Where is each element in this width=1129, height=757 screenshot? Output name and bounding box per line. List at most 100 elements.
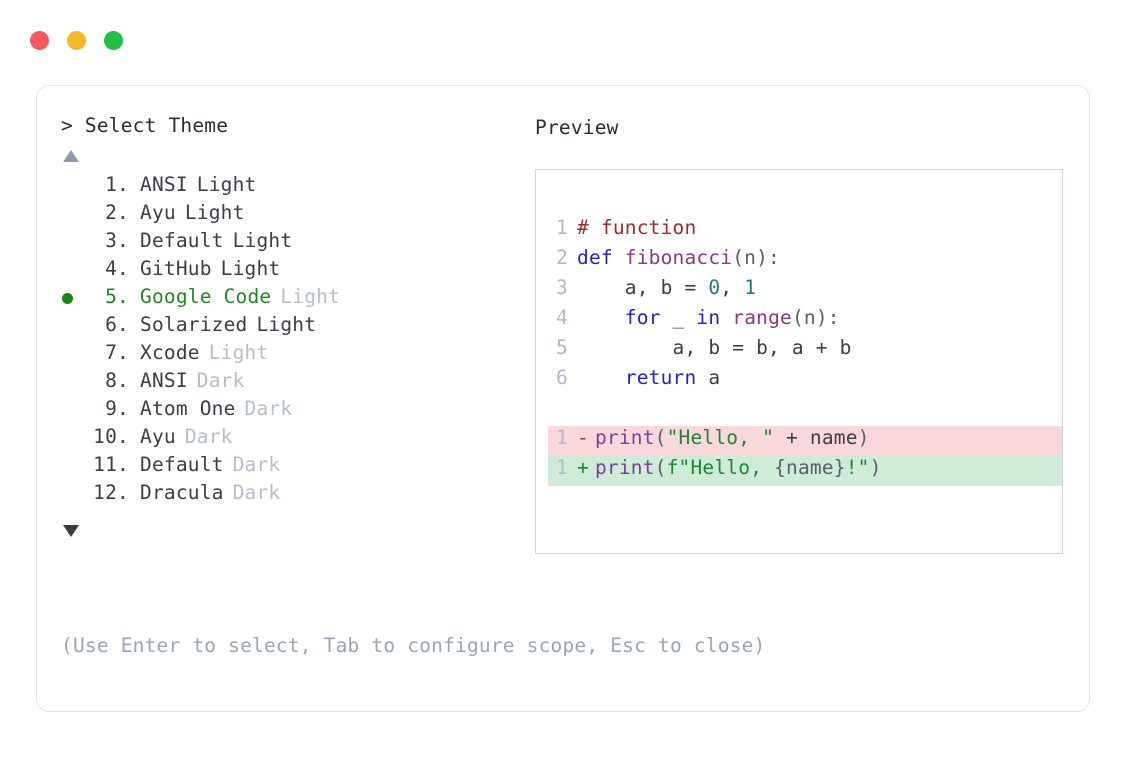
code-token-string: "Hello, " — [666, 426, 775, 449]
theme-item-name: Google Code — [140, 284, 272, 308]
code-line-text: # function — [577, 216, 696, 239]
theme-item-name: ANSI — [140, 368, 188, 392]
code-token-keyword: in — [696, 306, 721, 329]
diff-line-text: print(f"Hello, {name}!") — [595, 456, 882, 479]
theme-list-item[interactable]: 10. Ayu Dark — [61, 425, 531, 453]
theme-list-item[interactable]: 1. ANSI Light — [61, 173, 531, 201]
code-token-string: f"Hello, — [666, 456, 775, 479]
row-bullet-slot — [61, 453, 87, 481]
theme-item-index: 5. — [105, 284, 129, 308]
theme-list-item[interactable]: 8. ANSI Dark — [61, 369, 531, 397]
code-token-builtin: print — [594, 456, 655, 479]
code-token-plain — [577, 306, 625, 329]
theme-item-name: Ayu — [140, 424, 176, 448]
diff-sign: + — [577, 456, 589, 479]
code-line-text: a, b = 0, 1 — [577, 276, 756, 299]
close-dot[interactable] — [30, 31, 49, 50]
theme-item-variant: Light — [232, 228, 293, 252]
code-line-text: return a — [577, 366, 720, 389]
theme-item-variant: Dark — [184, 424, 233, 448]
row-bullet-slot — [61, 229, 87, 257]
theme-item-variant: Light — [196, 172, 257, 196]
theme-item-index: 10. — [93, 424, 129, 448]
code-token-comment: # function — [577, 216, 697, 239]
maximize-dot[interactable] — [104, 31, 123, 50]
row-bullet-slot — [61, 201, 87, 229]
row-bullet-slot — [61, 341, 87, 369]
code-token-plain — [720, 306, 732, 329]
theme-item-index: 3. — [105, 228, 129, 252]
keyboard-hint: (Use Enter to select, Tab to configure s… — [61, 634, 766, 657]
code-token-keyword: def — [577, 246, 625, 269]
code-line: 3 a, b = 0, 1 — [548, 276, 1062, 306]
line-number: 1 — [556, 216, 568, 239]
theme-item-index: 9. — [105, 396, 129, 420]
code-token-plain: + — [774, 426, 810, 449]
theme-item-index: 4. — [105, 256, 129, 280]
preview-pane: Preview 1 # function 2 def fibonacci(n): 3 a… — [535, 116, 1065, 554]
row-bullet-slot — [61, 425, 87, 453]
row-bullet-slot — [61, 313, 87, 341]
code-line-text: a, b = b, a + b — [577, 336, 852, 359]
code-token-plain — [577, 366, 625, 389]
theme-item-index: 7. — [105, 340, 129, 364]
code-token-plain: a, b = — [577, 276, 709, 299]
row-bullet-slot — [61, 369, 87, 397]
row-bullet-slot — [61, 481, 87, 509]
code-body: 1 # function 2 def fibonacci(n): 3 a, b = 0,… — [548, 216, 1062, 486]
code-block: 1 # function 2 def fibonacci(n): 3 a, b = 0,… — [548, 216, 1062, 396]
theme-item-index: 12. — [93, 480, 129, 504]
theme-item-index: 6. — [105, 312, 129, 336]
theme-item-name: Solarized — [140, 312, 248, 336]
row-bullet-slot — [61, 173, 87, 201]
triangle-down-icon[interactable] — [63, 524, 79, 537]
line-number: 3 — [556, 276, 568, 299]
theme-item-index: 8. — [105, 368, 129, 392]
theme-item-variant: Light — [208, 340, 269, 364]
theme-list-item[interactable]: 6. Solarized Light — [61, 313, 531, 341]
prompt-label: > Select Theme — [61, 114, 229, 137]
diff-block: 1-print("Hello, " + name)1+print(f"Hello… — [548, 426, 1062, 486]
theme-item-name: ANSI — [140, 172, 188, 196]
code-line: 4 for _ in range(n): — [548, 306, 1062, 336]
code-token-punct: {name} — [774, 456, 846, 479]
theme-list-item[interactable]: 5. Google Code Light — [61, 285, 531, 313]
line-number: 1 — [556, 426, 568, 449]
preview-title: Preview — [535, 116, 619, 139]
code-token-func: range — [732, 306, 792, 329]
theme-item-index: 2. — [105, 200, 129, 224]
theme-item-variant: Dark — [196, 368, 245, 392]
code-preview-box: 1 # function 2 def fibonacci(n): 3 a, b = 0,… — [535, 169, 1063, 554]
code-token-punct: ( — [654, 456, 667, 479]
theme-item-index: 1. — [105, 172, 129, 196]
code-token-number: 1 — [744, 276, 757, 299]
code-line-text: def fibonacci(n): — [577, 246, 780, 269]
code-token-plain: , — [720, 276, 745, 299]
line-number: 2 — [556, 246, 568, 269]
theme-item-name: GitHub — [140, 256, 212, 280]
code-token-builtin: print — [594, 426, 655, 449]
code-token-string: !" — [845, 456, 870, 479]
code-token-number: 0 — [708, 276, 721, 299]
code-token-plain: _ — [660, 306, 697, 329]
triangle-up-icon[interactable] — [63, 149, 79, 162]
theme-item-variant: Light — [256, 312, 317, 336]
code-token-punct: ) — [869, 456, 882, 479]
minimize-dot[interactable] — [67, 31, 86, 50]
code-line: 6 return a — [548, 366, 1062, 396]
theme-item-index: 11. — [93, 452, 129, 476]
code-token-plain: a — [696, 366, 721, 389]
code-line-text: for _ in range(n): — [577, 306, 840, 329]
window-controls — [30, 31, 123, 50]
theme-item-variant: Light — [280, 284, 341, 308]
